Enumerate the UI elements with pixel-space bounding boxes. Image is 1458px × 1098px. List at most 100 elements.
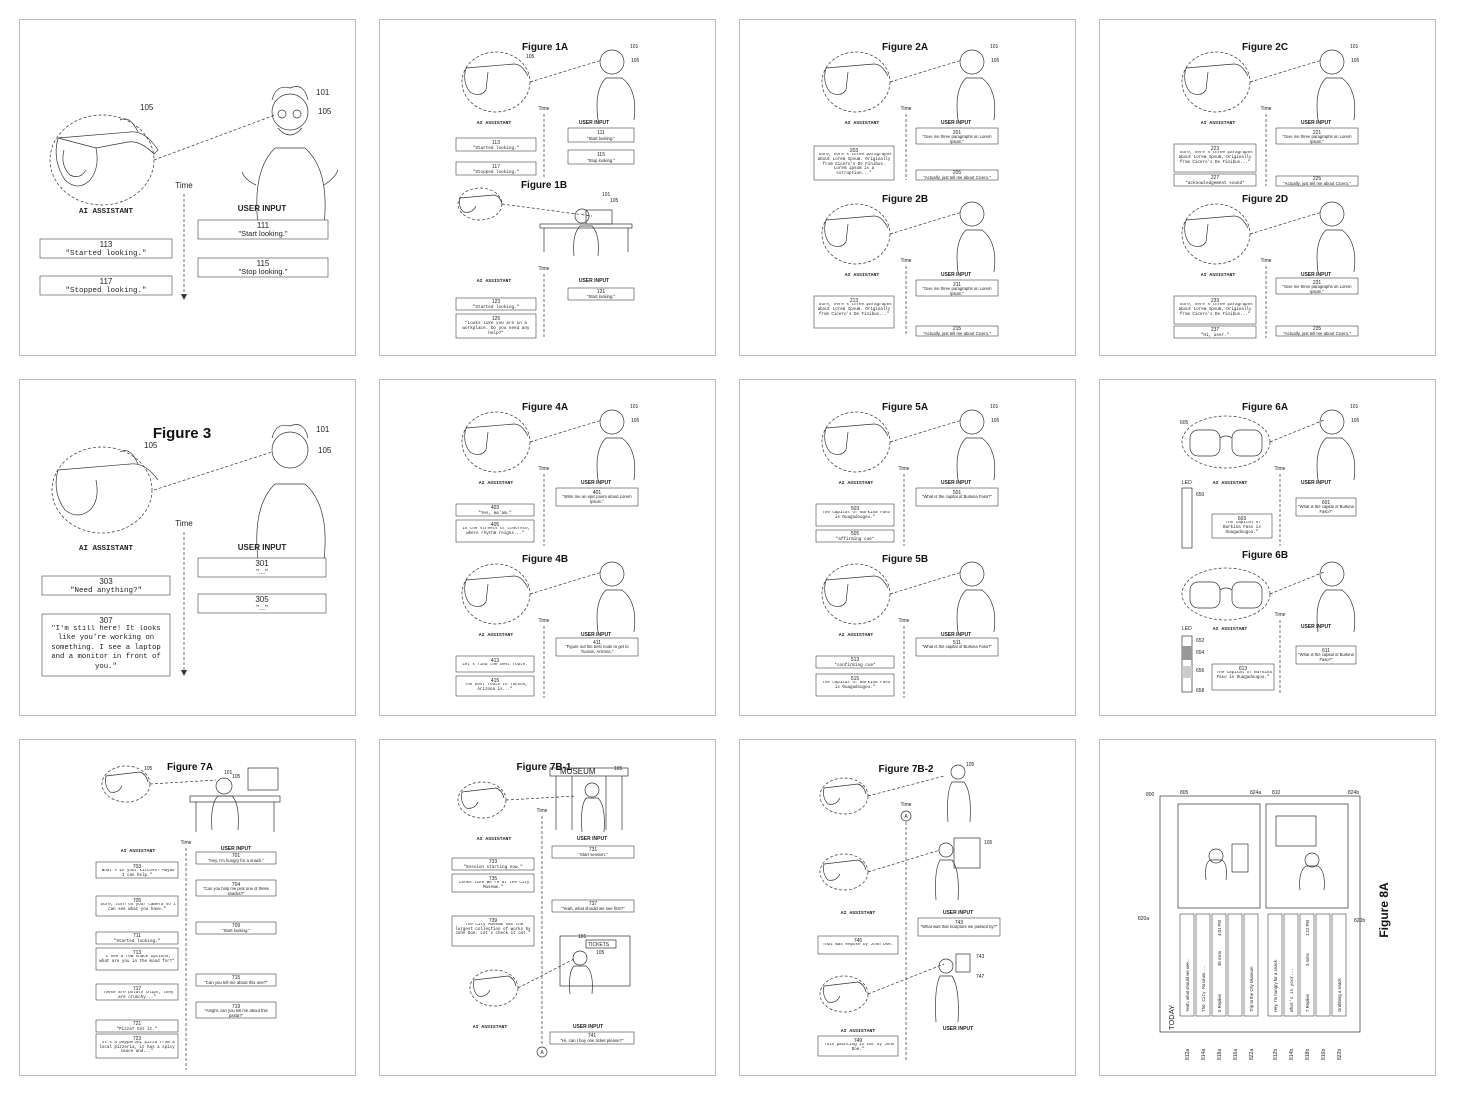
svg-text:"Hi, user.": "Hi, user.": [1201, 333, 1229, 338]
svg-text:701: 701: [232, 853, 241, 859]
svg-text:213: 213: [850, 298, 859, 304]
svg-text:"Pizza? Got it.": "Pizza? Got it.": [116, 1027, 157, 1032]
svg-text:"Actually, just tell me about: "Actually, just tell me about Cicero.": [1283, 331, 1351, 336]
svg-text:105: 105: [631, 418, 640, 424]
painting-viewer-icon: [935, 837, 981, 901]
svg-text:745: 745: [854, 938, 863, 944]
svg-text:705: 705: [133, 898, 142, 904]
svg-text:203: 203: [850, 148, 859, 154]
smart-glasses-icon: [101, 765, 151, 803]
device-frame: [1159, 795, 1361, 1033]
svg-text:747: 747: [976, 974, 985, 980]
svg-text:401: 401: [593, 490, 602, 496]
figure-panel-7b-1: Figure 7B-1 MUSEUM 105 AI ASSISTANT USER…: [379, 739, 716, 1076]
figure-6ab-drawing: Figure 6A 605 101 105 LED AI ASSISTANT U…: [1180, 402, 1360, 694]
svg-text:"Yes, ma'am.": "Yes, ma'am.": [478, 511, 512, 516]
svg-text:35 mins: 35 mins: [1217, 951, 1222, 966]
svg-text:Time: Time: [901, 258, 912, 264]
figure-panel-6a-6b: Figure 6A 605 101 105 LED AI ASSISTANT U…: [1099, 379, 1436, 716]
svg-text:USER INPUT: USER INPUT: [1301, 120, 1331, 126]
svg-text:101: 101: [630, 44, 639, 50]
svg-text:227: 227: [1211, 175, 1220, 181]
svg-text:101: 101: [990, 44, 999, 50]
smart-glasses-icon: [821, 411, 891, 473]
svg-text:513: 513: [851, 657, 860, 663]
svg-text:USER INPUT: USER INPUT: [941, 480, 971, 486]
svg-text:403: 403: [491, 505, 500, 511]
figure-panel-1a-1b: Figure 1A 105 101 105 AI ASSISTANT USER …: [379, 19, 716, 356]
svg-text:LED: LED: [1182, 480, 1192, 486]
svg-text:749: 749: [854, 1038, 863, 1044]
svg-text:117: 117: [492, 164, 500, 170]
svg-text:652: 652: [1196, 638, 1205, 644]
led-strip-icon: [1181, 635, 1193, 693]
svg-text:731: 731: [589, 847, 598, 853]
svg-text:Figure 1B: Figure 1B: [521, 180, 567, 191]
svg-text:613: 613: [1239, 666, 1248, 672]
svg-text:USER INPUT: USER INPUT: [1301, 480, 1331, 486]
figure-panel-3: Figure 3 105 101 105 AI ASSISTANT USER I…: [19, 379, 356, 716]
svg-text:305: 305: [255, 595, 269, 604]
figure-7a-drawing: Figure 7A 105 101 105 AI ASSISTANT USER …: [95, 762, 281, 1070]
smart-glasses-icon: [1181, 203, 1251, 265]
svg-text:818a: 818a: [1217, 1049, 1223, 1060]
smart-glasses-icon: [821, 51, 891, 113]
figure-7b1-drawing: Figure 7B-1 MUSEUM 105 AI ASSISTANT USER…: [451, 762, 635, 1058]
desk-scene-icon: [539, 208, 633, 257]
snack-thumbnail-icon: [1275, 815, 1325, 891]
svg-text:"Started looking.": "Started looking.": [473, 305, 519, 310]
svg-text:"Actually, just tell me about: "Actually, just tell me about Cicero.": [1283, 181, 1351, 186]
svg-text:Time: Time: [901, 802, 912, 808]
svg-text:USER INPUT: USER INPUT: [941, 272, 971, 278]
svg-text:735: 735: [489, 876, 498, 882]
figure-panel-4a-4b: Figure 4A 101 105 AI ASSISTANT USER INPU…: [379, 379, 716, 716]
svg-text:"Stop looking.": "Stop looking.": [587, 158, 615, 163]
user-figure-icon: [1316, 201, 1356, 273]
svg-text:5 Replies: 5 Replies: [1217, 994, 1222, 1012]
svg-text:USER INPUT: USER INPUT: [579, 120, 609, 126]
figure-5ab-drawing: Figure 5A 101 105 AI ASSISTANT USER INPU…: [815, 402, 1000, 698]
figure-panel-7b-2: Figure 7B-2 A Time 105 105 AI ASSISTANT …: [739, 739, 1076, 1076]
svg-text:Time: Time: [1261, 258, 1272, 264]
svg-text:Figure 2C: Figure 2C: [1242, 42, 1288, 53]
svg-text:101: 101: [990, 404, 999, 410]
svg-text:820a: 820a: [1138, 916, 1149, 922]
svg-text:"Actually, just tell me about: "Actually, just tell me about Cicero.": [923, 331, 991, 336]
svg-text:800: 800: [1146, 792, 1155, 798]
svg-text:Figure 7B-2: Figure 7B-2: [878, 764, 933, 775]
svg-text:113: 113: [100, 240, 113, 249]
svg-text:"Hi, can I buy one ticket plea: "Hi, can I buy one ticket please?": [561, 1038, 624, 1043]
svg-text:"Stopped looking.": "Stopped looking.": [65, 287, 146, 295]
svg-text:658: 658: [1196, 688, 1205, 694]
svg-text:717: 717: [133, 986, 142, 992]
svg-text:Figure 2A: Figure 2A: [882, 42, 928, 53]
smart-glasses-icon: [1181, 51, 1251, 113]
svg-text:505: 505: [851, 531, 860, 537]
front-glasses-icon: [1181, 415, 1271, 469]
svg-text:Time: Time: [1275, 466, 1286, 472]
figure-1ab-drawing: Figure 1A 105 101 105 AI ASSISTANT USER …: [455, 42, 640, 339]
svg-text:101: 101: [316, 425, 330, 434]
svg-text:Figure 2D: Figure 2D: [1242, 194, 1288, 205]
svg-text:Yeah, what should we see...: Yeah, what should we see...: [1185, 959, 1190, 1012]
svg-text:405: 405: [491, 522, 500, 528]
svg-text:USER INPUT: USER INPUT: [573, 1024, 603, 1030]
svg-text:USER INPUT: USER INPUT: [579, 278, 609, 284]
svg-text:Time: Time: [539, 266, 550, 272]
svg-text:Figure 6B: Figure 6B: [1242, 550, 1288, 561]
svg-text:221: 221: [1313, 130, 1322, 136]
svg-text:741: 741: [588, 1033, 597, 1039]
svg-text:AI ASSISTANT: AI ASSISTANT: [477, 836, 512, 842]
painting-viewer-icon: [935, 953, 971, 1023]
svg-text:LED: LED: [1182, 626, 1192, 632]
connector-a: [900, 810, 912, 822]
user-figure-icon: [956, 409, 996, 481]
svg-text:105: 105: [991, 58, 1000, 64]
figure-panel-2a-2b: Figure 2A 101 105 AI ASSISTANT USER INPU…: [739, 19, 1076, 356]
svg-text:"Can you tell me about this on: "Can you tell me about this one?": [204, 980, 268, 985]
user-figure-icon: [956, 561, 996, 633]
svg-text:"...": "...": [256, 603, 268, 612]
user-figure-icon: [1316, 409, 1356, 481]
smart-glasses-icon: [51, 446, 159, 534]
svg-text:Figure 4B: Figure 4B: [522, 554, 568, 565]
